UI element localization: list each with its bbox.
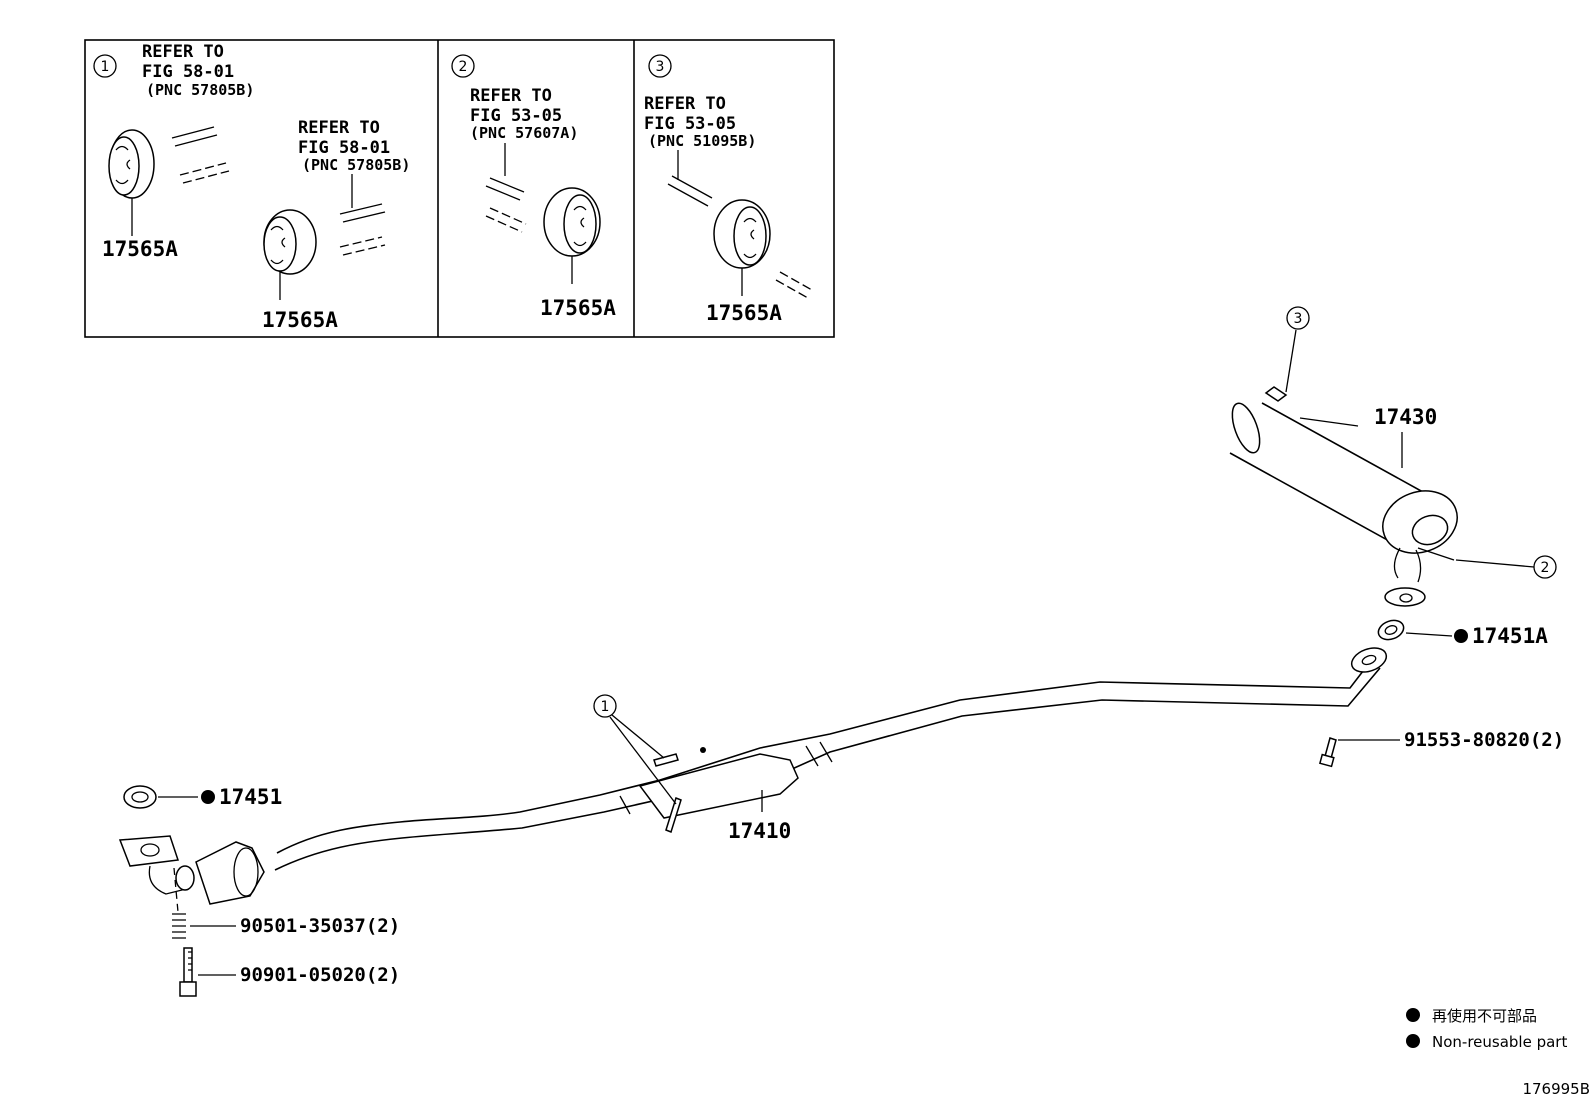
legend: 再使用不可部品 Non-reusable part	[1406, 1007, 1567, 1051]
rubber-hanger	[543, 187, 601, 257]
part-number: 17565A	[102, 237, 178, 261]
refer-line: (PNC 57607A)	[470, 124, 578, 142]
part-number-bolt-front: 90901-05020(2)	[240, 964, 400, 986]
callout-badge-text: 1	[601, 699, 610, 715]
callout-badge-text: 3	[1294, 311, 1303, 327]
exhaust-pipe	[118, 647, 1388, 905]
part-number: 17565A	[262, 308, 338, 332]
callout-badge-text: 1	[101, 59, 110, 75]
refer-line: REFER TO	[644, 94, 726, 114]
inset-panel-3: 3 REFER TO FIG 53-05 (PNC 51095B) 17565A	[644, 54, 813, 325]
refer-line: REFER TO	[470, 86, 552, 106]
callout-badge	[1286, 306, 1310, 330]
compression-spring	[172, 913, 186, 939]
non-reusable-dot	[201, 790, 215, 804]
muffler	[1229, 386, 1458, 607]
rear-bolt	[1318, 737, 1337, 768]
refer-line: (PNC 51095B)	[648, 132, 756, 150]
inset-box	[84, 39, 835, 338]
callout-badge	[93, 54, 117, 78]
rubber-hanger	[108, 129, 155, 199]
gasket-front	[123, 785, 157, 809]
refer-line: FIG 53-05	[470, 106, 562, 126]
refer-line: (PNC 57805B)	[302, 156, 410, 174]
gasket-rear	[1377, 619, 1405, 641]
part-number: 17565A	[706, 301, 782, 325]
part-number-muffler: 17430	[1374, 405, 1437, 429]
callout-badge	[593, 694, 617, 718]
refer-line: FIG 58-01	[298, 138, 390, 158]
refer-line: REFER TO	[298, 118, 380, 138]
rubber-hanger	[263, 209, 317, 275]
refer-line: FIG 53-05	[644, 114, 736, 134]
rubber-hanger	[713, 199, 771, 269]
callout-badge-text: 2	[459, 59, 468, 75]
part-number-gasket-front: 17451	[219, 785, 282, 809]
part-number-pipe: 17410	[728, 819, 791, 843]
part-number: 17565A	[540, 296, 616, 320]
part-number-gasket-rear: 17451A	[1472, 624, 1548, 648]
legend-en-text: Non-reusable part	[1432, 1033, 1567, 1051]
refer-line: REFER TO	[142, 42, 224, 62]
legend-jp-text: 再使用不可部品	[1432, 1007, 1537, 1025]
figure-id: 176995B	[1522, 1080, 1590, 1098]
callout-badge-text: 2	[1541, 560, 1550, 576]
inset-panel-1: 1 REFER TO FIG 58-01 (PNC 57805B) 17565A…	[93, 42, 410, 332]
non-reusable-dot	[1454, 629, 1468, 643]
part-number-spring: 90501-35037(2)	[240, 915, 400, 937]
refer-line: FIG 58-01	[142, 62, 234, 82]
inset-panel-2: 2 REFER TO FIG 53-05 (PNC 57607A) 17565A	[451, 54, 616, 320]
front-bolt	[179, 947, 197, 997]
part-number-bolt-rear: 91553-80820(2)	[1404, 729, 1564, 751]
callout-badge-text: 3	[656, 59, 665, 75]
refer-line: (PNC 57805B)	[146, 81, 254, 99]
